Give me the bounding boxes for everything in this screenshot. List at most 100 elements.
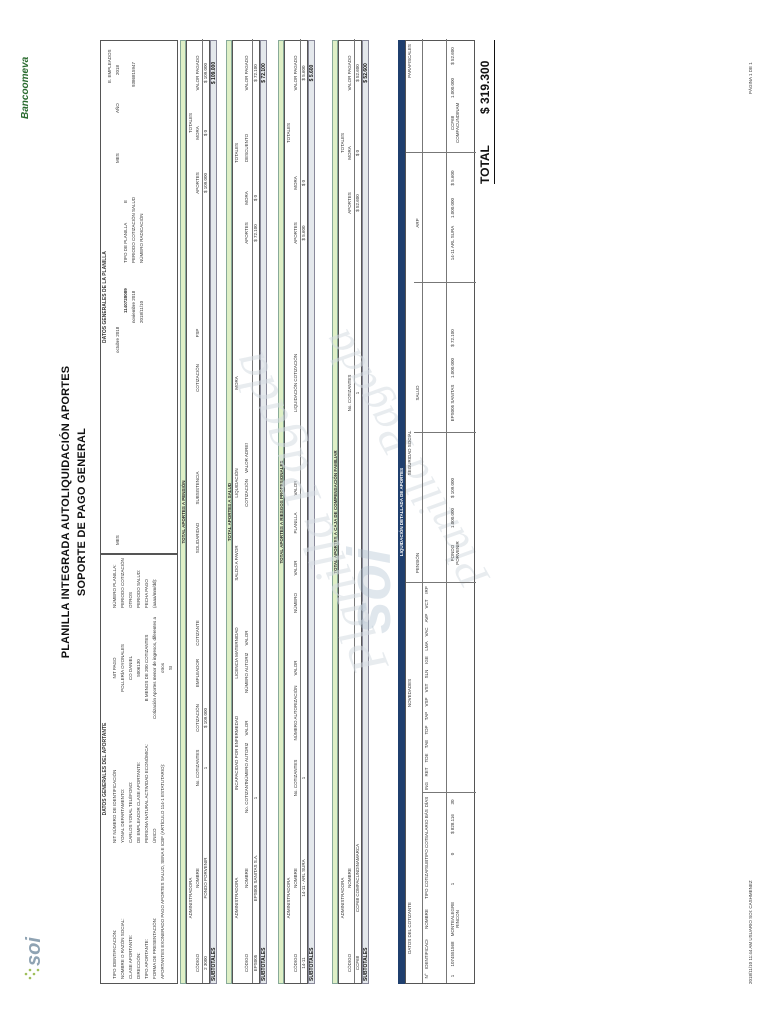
periodo-salud-label: PERIODO COTIZACIÓN SALUD: [131, 196, 136, 263]
pension-subtotal-row: SUBTOTALES $ 109.000: [210, 40, 217, 984]
label-exonerado: APORTANTES EXONERADO PAGO APORTES SALUD,…: [160, 763, 165, 979]
salud-group-saldo: SALDO A FAVOR: [234, 545, 239, 581]
watermark-soi-logo: soi: [330, 534, 410, 654]
pension-col-cotizacion: COTIZACIÓN: [195, 704, 200, 732]
riesgos-col-nombre: NOMBRE: [293, 868, 298, 888]
caja-row-valor: $ 52.600: [355, 64, 360, 82]
caja-col-nombre: NOMBRE: [347, 868, 352, 888]
salud-col-cotizantes: No. COTIZANTES: [244, 783, 249, 813]
detalle-row-ibc-salud: 1.000.000: [450, 357, 455, 379]
pension-col-empleador: EMPLEADOR: [195, 658, 200, 688]
value-5: ÚNICO: [152, 828, 157, 844]
caja-table: ADMINISTRADORA CÓDIGO NOMBRE No. COTIZAN…: [338, 39, 362, 984]
riesgos-col-valor: VALOR PAGADO: [293, 55, 298, 91]
caja-row-aportes: $ 52.600: [355, 194, 360, 212]
page-subtitle: SOPORTE DE PAGO GENERAL: [76, 427, 88, 597]
salud-col-valor: VALOR PAGADO: [244, 55, 249, 91]
pension-subtotal-value: $ 109.000: [211, 61, 217, 85]
riesgos-col-cotizantes: No. COTIZANTES: [293, 759, 298, 797]
salud-col-num-aut-1: NÚMERO AUTORIZACIÓN: [244, 743, 249, 783]
riesgos-col-codigo: CÓDIGO: [293, 953, 298, 973]
value-4: PERSONA NATURAL ACTIVIDAD ECONÓMICA:: [144, 744, 149, 843]
fecha-pago: 2018/11/10: [139, 300, 144, 323]
salud-group-liquidacion: LIQUIDACIÓN: [234, 468, 239, 498]
detalle-col-n: N°: [424, 973, 429, 979]
empleados-label: E. EMPLEADOS: [107, 49, 112, 83]
detalle-row-admin-pension: FONDO PORVENIR: [450, 541, 460, 565]
caja-col-valor: VALOR PAGADO: [347, 55, 352, 91]
footer-page: PÁGINA 1 DE 1: [748, 62, 753, 94]
detalle-row-cot-salud: $ 72.100: [450, 329, 455, 347]
riesgos-row-aportes: $ 5.600: [301, 225, 306, 241]
pension-row-cotizacion: $ 109.000: [203, 707, 208, 729]
nov-lma: LMA: [424, 641, 429, 651]
pension-col-codigo: CÓDIGO: [195, 953, 200, 973]
nov-vst: VST: [424, 683, 429, 693]
right-3: 5006130: [136, 659, 141, 677]
mes-label-2: MES: [115, 153, 120, 163]
salud-group-incapacidad: INCAPACIDAD POR ENFERMEDAD: [234, 715, 239, 791]
detalle-col-dias: DÍAS: [424, 796, 429, 808]
pension-col-cotizante: COTIZANTE: [195, 620, 200, 646]
salud-row-valor: $ 72.100: [253, 64, 258, 82]
salud-col-codigo: CÓDIGO: [244, 953, 249, 973]
nov-tae: TAE: [424, 739, 429, 749]
detalle-novedades: NOVEDADES: [407, 678, 412, 708]
nov-ing: ING: [424, 782, 429, 791]
exonerado-flag: SI: [168, 665, 173, 671]
value-0: NIT NÚMERO DE IDENTIFICACIÓN: [112, 769, 117, 843]
detalle-pension: PENSIÓN: [415, 552, 420, 574]
anio-label: AÑO: [115, 103, 120, 113]
right-1: POLLERÍA OYONALES: [120, 644, 125, 692]
liquidacion-section-bar: LIQUIDACIÓN DETALLADA DE APORTES: [398, 40, 405, 984]
detalle-col-nombre: NOMBRE: [424, 909, 429, 929]
pension-row-mora: $ 0: [203, 129, 208, 137]
riesgos-row-codigo: 14-11: [301, 957, 306, 969]
salud-col-adres: VALOR ADRES: [244, 443, 249, 473]
mes-label: MES: [115, 535, 120, 545]
salud-table: ADMINISTRADORA INCAPACIDAD POR ENFERMEDA…: [232, 39, 260, 984]
pension-row-codigo: 2 3000: [203, 956, 208, 970]
watermark-soi-icon: soi: [336, 546, 403, 634]
detalle-row-ibc-caja: 1.000.000: [450, 77, 455, 99]
caja-row-mora: $ 0: [355, 149, 360, 157]
footer-user: 2018/11/10 11:44 AM USUARIO SOI: CASHMEN…: [748, 880, 753, 984]
salud-col-valor-2: VALOR: [244, 630, 249, 646]
planilla-number: 1140728089: [123, 288, 128, 313]
radicacion-number: 9386815947: [131, 61, 136, 87]
salud-col-descuento: DESCUENTO: [244, 133, 249, 163]
detalle-datos-cotizante: DATOS DEL COTIZANTE: [407, 902, 412, 954]
radicacion-label: NÚMERO RADICACIÓN: [139, 213, 144, 263]
aportante-heading: DATOS GENERALES DEL APORTANTE: [102, 722, 108, 816]
right-5: Cotización Aportes menor de ingresos, di…: [152, 616, 165, 720]
salud-totales: TOTALES: [234, 142, 239, 164]
detalle-row-nombre: MONTEALEGRE RINCON: [450, 901, 460, 937]
detalle-row-ibc-arp: 1.000.000: [450, 197, 455, 219]
caja-row-nombre: CCF68 COMFACUNDINAMARCA: [355, 843, 360, 913]
detalle-row-admin-arp: 14-11 ARL SURA: [450, 225, 455, 261]
nov-sln: SLN: [424, 669, 429, 679]
salud-row-aportes: $ 72.100: [253, 224, 258, 242]
riesgos-col-num-aut: NÚMERO AUTORIZACIÓN: [293, 685, 298, 741]
planilla-heading: DATOS GENERALES DE LA PLANILLA: [102, 251, 108, 343]
detalle-row-salario: $ 828.116: [450, 814, 455, 834]
salud-row-nombre: EPS005 SANITAS S.A.: [253, 854, 258, 902]
riesgos-col-valor-1: VALOR: [293, 660, 298, 676]
tipo-planilla-label: TIPO DE PLANILLA: [123, 222, 128, 263]
detalle-col-subtipo: SUBTIPO COTIZANTE: [424, 839, 429, 869]
pension-row-aportes: $ 109.000: [203, 172, 208, 194]
detalle-row-subtipo: 0: [450, 852, 455, 856]
detalle-col-salario: SALARIO BÁSICO: [424, 809, 429, 839]
detalle-row-n: 1: [450, 974, 455, 978]
detalle-row-ibc-pension: 1.000.000: [450, 507, 455, 529]
value-3: DE EMPLEADOR CLASE APORTANTE:: [136, 761, 141, 843]
pension-col-nombre: NOMBRE: [195, 868, 200, 888]
detalle-row-dias: 30: [450, 799, 455, 805]
pension-col-valor: VALOR PAGADO: [195, 55, 200, 91]
pension-col-aportes: APORTES: [195, 172, 200, 194]
detalle-row-cot-caja: $ 52.600: [450, 47, 455, 65]
empleados: 2018: [115, 64, 120, 75]
caja-row-codigo: CCF68: [355, 955, 360, 971]
pension-row-valor: $ 109.000: [203, 62, 208, 84]
